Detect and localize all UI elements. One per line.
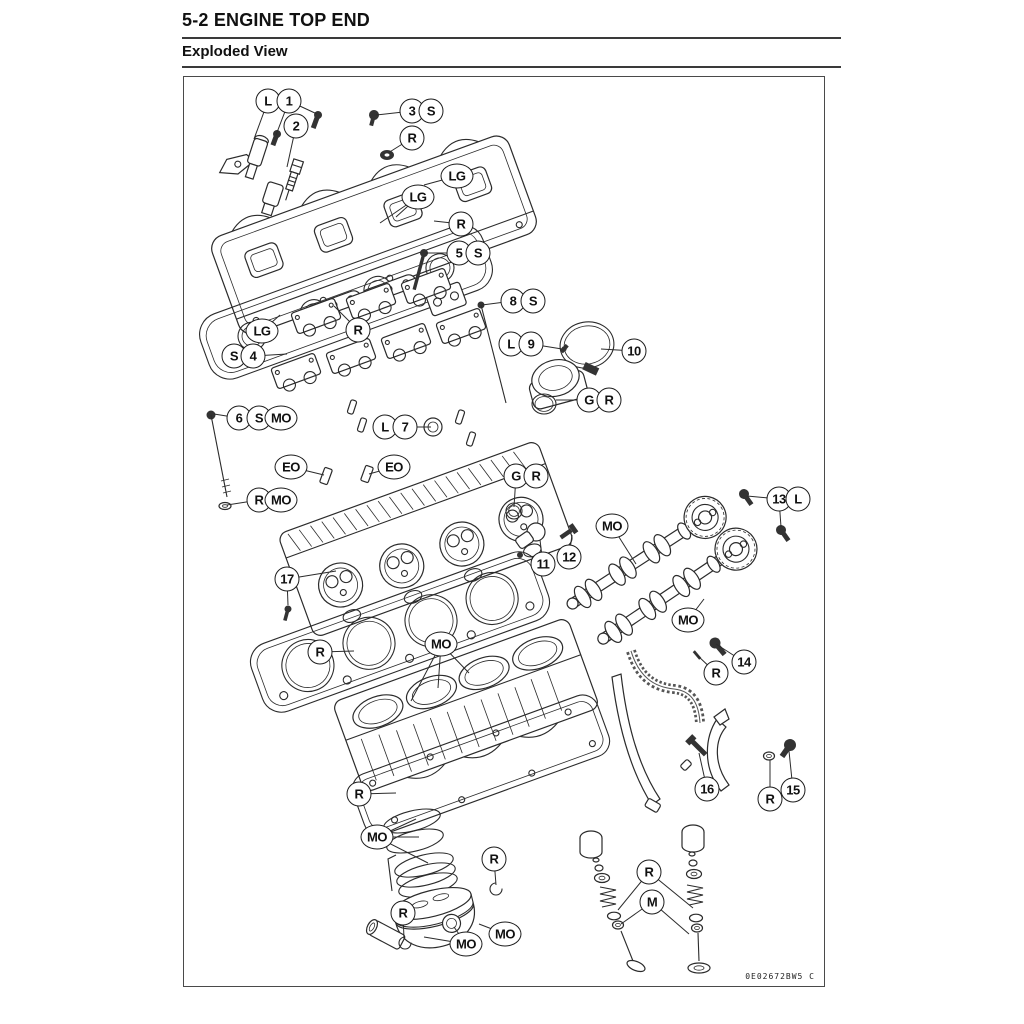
cylinder-block xyxy=(334,619,598,791)
dowel-pins xyxy=(319,464,374,486)
cylinder-head xyxy=(279,442,573,636)
callout-mo: MO xyxy=(488,921,522,947)
intake-camshaft xyxy=(597,527,758,645)
callout-eo: EO xyxy=(377,454,411,480)
callout-mo: MO xyxy=(264,487,298,513)
callout-4: 4 xyxy=(240,343,266,369)
callout-r: R xyxy=(399,125,425,151)
page-title: 5-2 ENGINE TOP END xyxy=(182,10,370,30)
callout-r: R xyxy=(757,786,783,812)
callout-12: 12 xyxy=(556,544,582,570)
camshaft-caps xyxy=(270,268,487,392)
callout-s: S xyxy=(520,288,546,314)
intake-boot-and-clamp xyxy=(505,321,615,520)
subheader-rule xyxy=(182,66,841,68)
callout-1: 1 xyxy=(276,88,302,114)
subsection-title: Exploded View xyxy=(182,43,288,60)
callout-9: 9 xyxy=(518,331,544,357)
callout-mo: MO xyxy=(264,405,298,431)
callout-lg: LG xyxy=(401,184,435,210)
callout-7: 7 xyxy=(392,414,418,440)
callout-mo: MO xyxy=(449,931,483,957)
spark-plug xyxy=(284,158,305,201)
callout-mo: MO xyxy=(424,631,458,657)
callout-r: R xyxy=(481,846,507,872)
callout-l: L xyxy=(785,486,811,512)
callout-mo: MO xyxy=(360,824,394,850)
callout-14: 14 xyxy=(731,649,757,675)
callout-10: 10 xyxy=(621,338,647,364)
piston-rings xyxy=(383,808,458,898)
chain-guide xyxy=(611,673,661,813)
callout-r: R xyxy=(596,387,622,413)
callout-r: R xyxy=(448,211,474,237)
small-bolts xyxy=(680,637,796,771)
callout-2: 2 xyxy=(283,113,309,139)
chain-tensioner-arm xyxy=(706,708,730,792)
callout-s: S xyxy=(465,240,491,266)
ignition-coil-and-plug-group xyxy=(218,110,394,217)
cam-position-sensor xyxy=(515,522,579,558)
callout-r: R xyxy=(345,317,371,343)
figure-code: 0E02672BW5 C xyxy=(745,972,815,981)
callout-mo: MO xyxy=(671,607,705,633)
callout-lg: LG xyxy=(440,163,474,189)
cam-chain xyxy=(626,649,705,724)
cam-sprocket xyxy=(714,527,758,571)
sensor-bolt xyxy=(559,523,579,540)
callout-r: R xyxy=(307,639,333,665)
callout-r: R xyxy=(636,859,662,885)
callout-r: R xyxy=(703,660,729,686)
engine-exploded-art xyxy=(199,100,796,974)
callout-m: M xyxy=(639,889,665,915)
callout-g: G xyxy=(576,387,602,413)
callout-l: L xyxy=(255,88,281,114)
cylinder-base-gasket xyxy=(351,694,611,836)
callout-r: R xyxy=(390,900,416,926)
callout-11: 11 xyxy=(530,551,556,577)
callout-r: R xyxy=(523,463,549,489)
head-bolts-and-studs xyxy=(206,249,507,622)
cam-sprocket xyxy=(683,495,727,540)
callout-eo: EO xyxy=(274,454,308,480)
exhaust-camshaft xyxy=(566,495,727,610)
valve-set-left xyxy=(579,830,646,973)
header-rule xyxy=(182,37,841,39)
callout-16: 16 xyxy=(694,776,720,802)
piston-pin xyxy=(365,919,406,950)
callout-lg: LG xyxy=(245,318,279,344)
callout-mo: MO xyxy=(595,513,629,539)
sprocket-bolts xyxy=(739,489,791,543)
valve-set-right xyxy=(681,824,711,974)
callout-s: S xyxy=(418,98,444,124)
callout-17: 17 xyxy=(274,566,300,592)
callout-r: R xyxy=(346,781,372,807)
callout-15: 15 xyxy=(780,777,806,803)
